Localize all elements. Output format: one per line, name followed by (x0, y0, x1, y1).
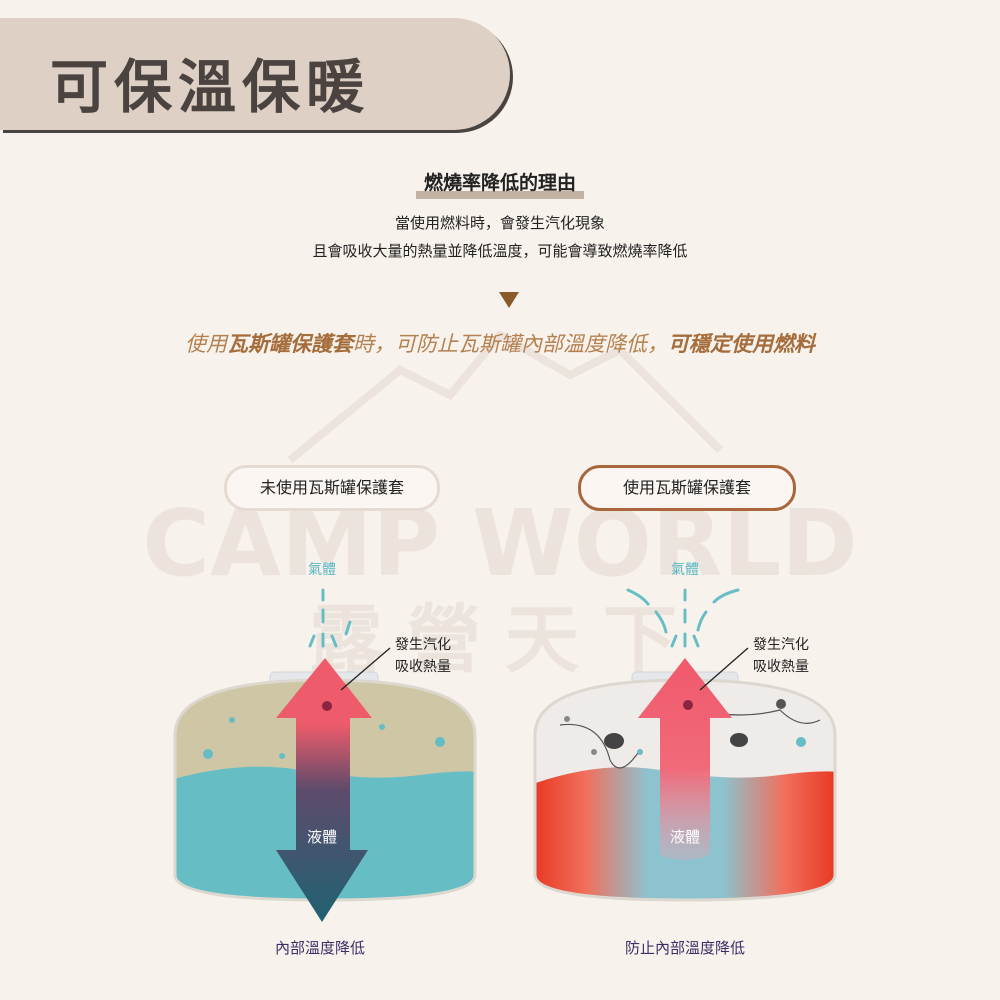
reason-section: 燃燒率降低的理由 (0, 168, 1000, 199)
left-vapor-line-2: 吸收熱量 (395, 659, 451, 675)
highlight-part-4: 可穩定使用燃料 (668, 332, 815, 356)
right-vapor-line-1: 發生汽化 (753, 637, 809, 653)
with-cover-label: 使用瓦斯罐保護套 (578, 465, 796, 511)
left-vapor-line-1: 發生汽化 (395, 637, 451, 653)
left-gas-label: 氣體 (308, 562, 336, 578)
highlight-part-2: 瓦斯罐保護套 (227, 332, 353, 356)
without-cover-label: 未使用瓦斯罐保護套 (224, 465, 440, 511)
right-vapor-line-2: 吸收熱量 (753, 659, 809, 675)
left-vapor-label: 發生汽化 吸收熱量 (395, 634, 451, 678)
left-liquid-label: 液體 (307, 828, 338, 846)
heat-retained-arrow (638, 658, 732, 860)
header-banner: 可保溫保暖 (0, 18, 510, 130)
right-gas-label: 氣體 (671, 562, 699, 578)
right-vapor-label: 發生汽化 吸收熱量 (753, 634, 809, 678)
highlight-statement: 使用瓦斯罐保護套時，可防止瓦斯罐內部溫度降低，可穩定使用燃料 (0, 328, 1000, 358)
left-result-label: 內部溫度降低 (275, 939, 366, 957)
reason-line-2: 且會吸收大量的熱量並降低溫度，可能會導致燃燒率降低 (312, 242, 688, 260)
heat-loss-arrow (276, 658, 372, 922)
right-vapor-lines (626, 588, 740, 648)
left-vapor-lines (308, 588, 352, 648)
reason-title: 燃燒率降低的理由 (415, 168, 584, 199)
page-title: 可保溫保暖 (50, 53, 371, 121)
highlight-part-3: 時，可防止瓦斯罐內部溫度降低， (353, 332, 668, 356)
right-liquid-label: 液體 (670, 828, 701, 846)
highlight-part-1: 使用 (185, 332, 227, 356)
right-result-label: 防止內部溫度降低 (625, 939, 746, 957)
reason-line-1: 當使用燃料時，會發生汽化現象 (394, 214, 605, 232)
down-triangle-icon (499, 292, 519, 308)
